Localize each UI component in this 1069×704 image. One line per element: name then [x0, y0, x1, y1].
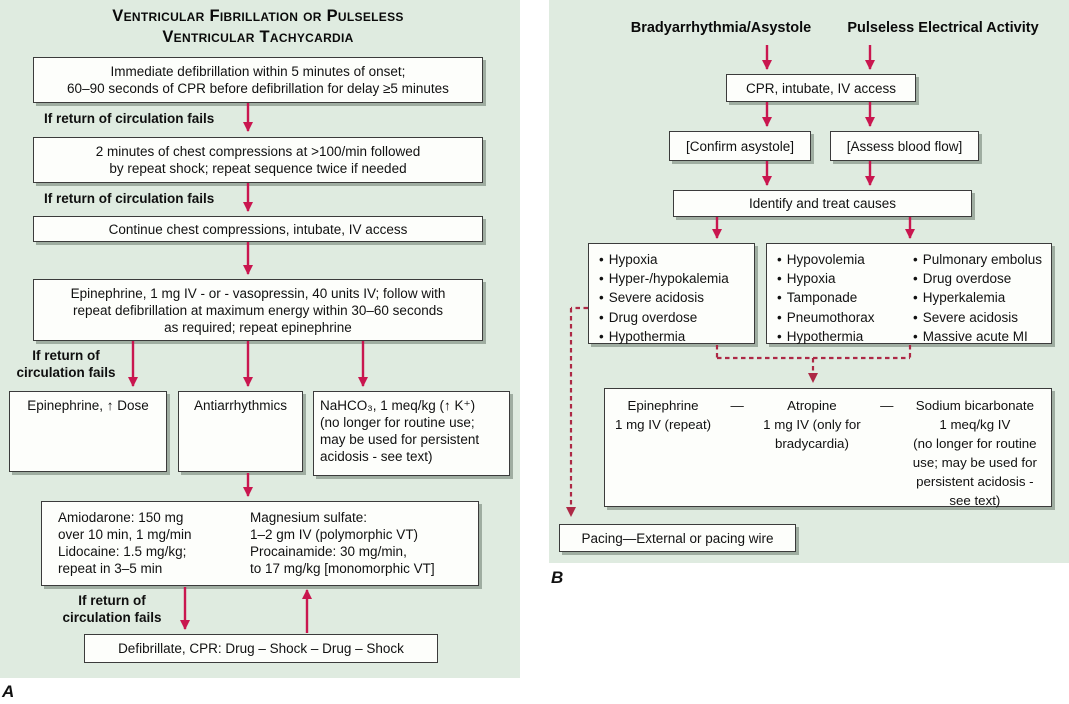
bullet-icon: •: [913, 309, 918, 325]
cause-item: •Massive acute MI: [913, 327, 1042, 346]
box-pacing: Pacing—External or pacing wire: [559, 524, 796, 552]
box-cpr-intubate: CPR, intubate, IV access: [726, 74, 916, 102]
cause-item: •Drug overdose: [913, 269, 1042, 288]
cause-item: •Hyperkalemia: [913, 288, 1042, 307]
box-identify-treat-causes: Identify and treat causes: [673, 190, 972, 217]
panel-b-letter: B: [551, 568, 564, 587]
bullet-icon: •: [777, 271, 782, 287]
drug-epinephrine: Epinephrine 1 mg IV (repeat): [615, 398, 712, 432]
cause-item: •Pneumothorax: [777, 308, 909, 327]
cause-item: •Tamponade: [777, 288, 909, 307]
cause-text: Hypovolemia: [786, 252, 865, 267]
cause-text: Pulmonary embolus: [922, 252, 1043, 267]
cause-text: Hyperkalemia: [922, 290, 1006, 306]
box-causes-asystole: •Hypoxia •Hyper-/hypokalemia •Severe aci…: [588, 243, 755, 344]
header-pulseless-electrical-activity: Pulseless Electrical Activity: [847, 20, 1039, 36]
box-chest-compressions: 2 minutes of chest compressions at >100/…: [33, 137, 483, 183]
antiarrhythmic-drugs-left-column: Amiodarone: 150 mg over 10 min, 1 mg/min…: [58, 510, 192, 576]
cause-item: • Pulmonary embolus: [913, 250, 1042, 269]
cause-item: •Hyper-/hypokalemia: [599, 269, 729, 288]
bullet-icon: •: [599, 290, 604, 306]
bullet-icon: •: [913, 252, 918, 267]
bullet-icon: •: [599, 309, 604, 325]
cause-text: Hypothermia: [608, 328, 686, 344]
cause-text: Tamponade: [786, 290, 858, 306]
cause-text: Hypoxia: [608, 252, 658, 267]
panel-b: Bradyarrhythmia/Asystole Pulseless Elect…: [549, 0, 1069, 563]
bullet-icon: •: [599, 328, 604, 344]
cause-item: •Severe acidosis: [599, 288, 729, 307]
cause-text: Severe acidosis: [608, 290, 705, 306]
bullet-icon: •: [777, 290, 782, 306]
box-pea-drugs: Epinephrine 1 mg IV (repeat) — Atropine …: [604, 388, 1052, 508]
cause-text: Massive acute MI: [922, 328, 1028, 344]
cause-text: Drug overdose: [608, 309, 698, 325]
box-antiarrhythmics: Antiarrhythmics: [178, 391, 303, 472]
dash-separator: —: [730, 398, 744, 413]
drug-atropine: Atropine 1 mg IV (only for bradycardia): [763, 398, 861, 451]
box-continue-compressions: Continue chest compressions, intubate, I…: [33, 216, 483, 242]
label-if-return-fails-1: If return of circulation fails: [44, 111, 215, 126]
box-antiarrhythmic-drugs: Amiodarone: 150 mg over 10 min, 1 mg/min…: [41, 501, 479, 586]
cause-text: Hypoxia: [786, 271, 836, 287]
cause-item: • Hypoxia: [599, 250, 729, 269]
bullet-icon: •: [913, 290, 918, 306]
box-epinephrine-vasopressin: Epinephrine, 1 mg IV - or - vasopressin,…: [33, 279, 483, 341]
box-causes-pea: •Hypovolemia •Hypoxia •Tamponade •Pneumo…: [766, 243, 1052, 344]
cause-text: Severe acidosis: [922, 309, 1019, 325]
box-confirm-asystole: [Confirm asystole]: [669, 131, 811, 161]
box-assess-blood-flow: [Assess blood flow]: [830, 131, 979, 161]
panel-a: Ventricular Fibrillation or Pulseless Ve…: [0, 0, 520, 678]
panel-a-title: Ventricular Fibrillation or Pulseless Ve…: [112, 7, 404, 46]
cause-item: • Hypovolemia: [777, 250, 909, 269]
box-defibrillate-cpr: Defibrillate, CPR: Drug – Shock – Drug –…: [84, 634, 438, 663]
bullet-icon: •: [599, 252, 604, 267]
cause-item: •Hypothermia: [599, 327, 729, 346]
cause-item: •Hypoxia: [777, 269, 909, 288]
cause-item: •Hypothermia: [777, 327, 909, 346]
bullet-icon: •: [599, 271, 604, 287]
box-nahco3: NaHCO₃, 1 meq/kg (↑ K⁺) (no longer for r…: [313, 391, 510, 476]
cause-text: Drug overdose: [922, 271, 1012, 287]
label-if-return-fails-4: If return of circulation fails: [62, 593, 162, 625]
panel-a-letter: A: [2, 682, 15, 701]
cause-text: Hypothermia: [786, 328, 864, 344]
bullet-icon: •: [777, 328, 782, 344]
label-if-return-fails-3: If return of circulation fails: [16, 348, 116, 380]
cause-item: •Drug overdose: [599, 308, 729, 327]
drug-sodium-bicarbonate: Sodium bicarbonate 1 meq/kg IV (no longe…: [912, 398, 1037, 508]
label-if-return-fails-2: If return of circulation fails: [44, 191, 215, 206]
box-immediate-defibrillation: Immediate defibrillation within 5 minute…: [33, 57, 483, 103]
dash-separator: —: [880, 398, 894, 413]
cause-item: •Severe acidosis: [913, 308, 1042, 327]
cause-text: Hyper-/hypokalemia: [608, 271, 729, 287]
bullet-icon: •: [777, 252, 782, 267]
cause-text: Pneumothorax: [786, 309, 875, 325]
bullet-icon: •: [913, 328, 918, 344]
bullet-icon: •: [913, 271, 918, 287]
antiarrhythmic-drugs-right-column: Magnesium sulfate: 1–2 gm IV (polymorphi…: [250, 510, 435, 576]
header-bradyarrhythmia-asystole: Bradyarrhythmia/Asystole: [630, 20, 812, 36]
bullet-icon: •: [777, 309, 782, 325]
box-epinephrine-dose: Epinephrine, ↑ Dose: [9, 391, 167, 472]
